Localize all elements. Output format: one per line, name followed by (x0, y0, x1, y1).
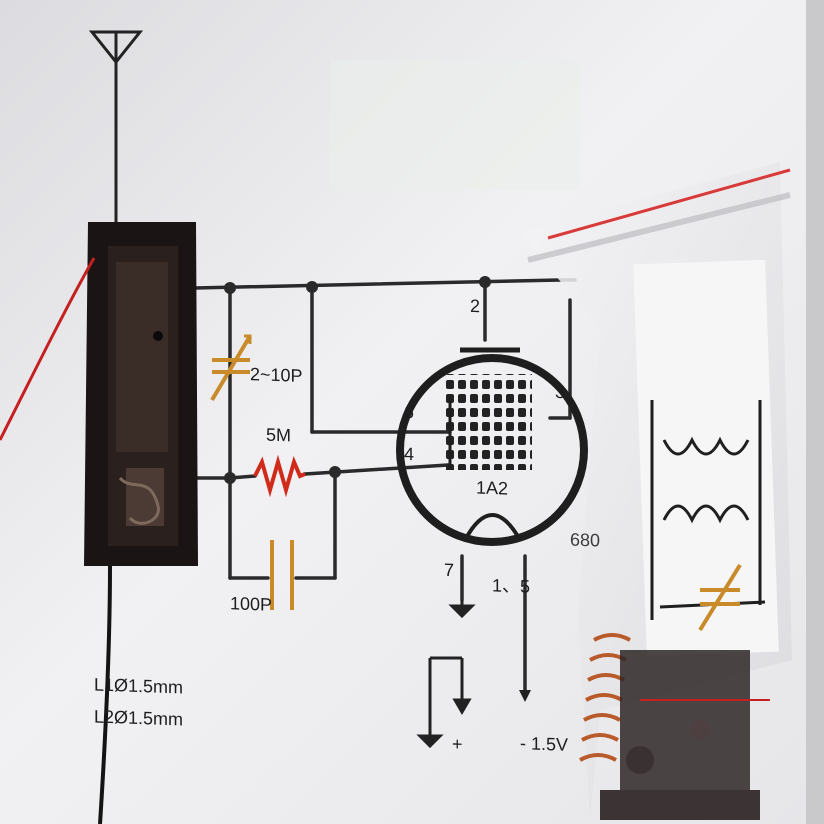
pin-2-label: 2 (470, 295, 481, 317)
pin-15-label: 1、5 (492, 575, 531, 597)
tube-grid (446, 374, 532, 470)
pin-7-label: 7 (444, 559, 455, 581)
pin-3-label: 3 (555, 381, 566, 403)
var-cap-label: 2~10P (250, 364, 303, 386)
coil-l1-label: L1Ø1.5mm (94, 674, 184, 698)
coil-spring (579, 633, 631, 762)
fixed-cap-label: 100P (230, 593, 273, 615)
black-wire (98, 565, 112, 824)
cap-partial-label: 680 (570, 529, 601, 551)
trimmer-capacitor (698, 563, 742, 632)
paper-edge-shadow (806, 0, 824, 824)
bag-seal (547, 168, 791, 240)
junction-dots (224, 276, 491, 484)
coil-diagram (650, 400, 766, 620)
resistor-label: 5M (266, 424, 292, 446)
supply-arrow (519, 690, 531, 702)
supply-plus-label: + (452, 733, 463, 755)
coil-l2-label: L2Ø1.5mm (94, 706, 184, 730)
battery-holder (84, 222, 198, 566)
vacuum-tube (396, 347, 588, 546)
pin-4-label: 4 (404, 443, 415, 465)
loose-components (600, 650, 770, 820)
red-wire (0, 257, 96, 441)
faded-print-area (330, 60, 580, 190)
antenna-symbol (88, 30, 144, 222)
resistor-5m (253, 454, 306, 498)
supply-minus-label: - 1.5V (520, 733, 569, 755)
variable-capacitor (210, 334, 252, 402)
tube-label: 1A2 (476, 477, 509, 499)
fixed-capacitor (270, 540, 294, 610)
pin-6-label: 6 (404, 401, 415, 423)
ground-symbol (416, 600, 476, 749)
